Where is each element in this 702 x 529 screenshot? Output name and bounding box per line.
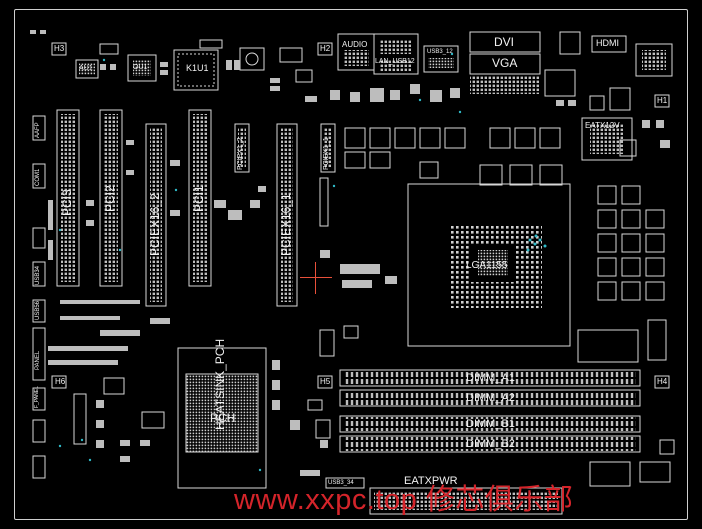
label-usb56: USB56 (35, 300, 41, 320)
board-outline (14, 9, 688, 520)
usb3-connector (423, 45, 459, 73)
h3-hole (51, 42, 67, 56)
pciex1-2-slot (234, 123, 250, 173)
dimm-b2-slot (339, 435, 641, 453)
pch-heatsink (177, 347, 267, 489)
dimm-b1-slot (339, 415, 641, 433)
label-h6: H6 (55, 377, 66, 386)
label-h2: H2 (320, 44, 331, 53)
label-au1: AU1 (79, 65, 93, 72)
label-dimm-b2: DIMM_B2 (466, 438, 515, 450)
label-h3: H3 (54, 44, 65, 53)
watermark-text: www.xxpc.top 修芯俱乐部 (234, 484, 574, 516)
label-dvi: DVI (494, 35, 515, 49)
label-pci2: PCI2 (103, 185, 117, 212)
cpu-socket-outline (407, 183, 571, 347)
panel-header (32, 327, 46, 381)
label-dimm-b1: DIMM_B1 (466, 418, 515, 430)
label-pciex1-2: PCIEX1_2 (237, 137, 244, 170)
label-lan-usb12: LAN_USB12 (375, 58, 415, 65)
au1-chip (75, 59, 99, 79)
label-panel: PANEL (35, 350, 41, 370)
usb34-header (32, 261, 46, 287)
label-pci1: PCI1 (192, 185, 206, 212)
label-pciex16-2: PCIEX16_2 (148, 193, 162, 256)
crosshair-cursor (300, 262, 332, 294)
com1-header (32, 163, 46, 189)
label-usb34: USB34 (35, 265, 41, 285)
label-hdmi: HDMI (596, 38, 619, 48)
eatxpwr-connector (369, 487, 563, 515)
label-h1: H1 (657, 96, 668, 105)
usb56-header (32, 299, 46, 323)
pciex16-1-slot (276, 123, 298, 307)
pci3-slot (56, 109, 80, 287)
h5-hole (317, 375, 333, 389)
label-h5: H5 (320, 377, 331, 386)
label-ou1: OU1 (133, 64, 148, 71)
label-vga: VGA (492, 56, 518, 70)
label-k1u1: K1U1 (186, 63, 209, 73)
label-dimm-a2: DIMM_A2 (466, 392, 515, 404)
label-h4: H4 (657, 377, 668, 386)
ou1-chip (127, 54, 157, 82)
label-pci3: PCI3 (60, 189, 74, 216)
pciex1-1-slot (320, 123, 336, 173)
label-eatxpwr: EATXPWR (404, 475, 458, 487)
label-com1: COM1 (35, 168, 41, 186)
label-fp: F_PANEL (34, 386, 40, 408)
h1-hole (654, 94, 670, 108)
vga-connector (469, 53, 541, 75)
label-lga1155: LGA1155 (466, 260, 508, 271)
label-eatx12v: EATX12V (585, 121, 620, 130)
label-pciex16-1: PCIEX16_1 (279, 193, 293, 256)
label-lpt: AAFP (35, 122, 41, 138)
label-audio: AUDIO (342, 40, 368, 49)
dimm-a2-slot (339, 389, 641, 407)
h6-hole (51, 375, 67, 389)
label-dimm-a1: DIMM_A1 (466, 372, 515, 384)
dvi-connector (469, 31, 541, 53)
label-pciex1-1: PCIEX1_1 (323, 137, 330, 170)
k1u1-chip (173, 49, 219, 91)
label-pch: PCH (210, 411, 236, 425)
hdmi-connector (591, 35, 627, 53)
label-usb3-34: USB3_34 (328, 480, 354, 486)
h2-hole (317, 42, 333, 56)
pci1-slot (188, 109, 212, 287)
pci2-slot (99, 109, 123, 287)
dimm-a1-slot (339, 369, 641, 387)
eatx12v-connector (581, 117, 633, 161)
h4-hole (654, 375, 670, 389)
label-usb3-12: USB3_12 (427, 49, 453, 55)
pciex16-2-slot (145, 123, 167, 307)
lan-usb-connector (373, 33, 419, 75)
